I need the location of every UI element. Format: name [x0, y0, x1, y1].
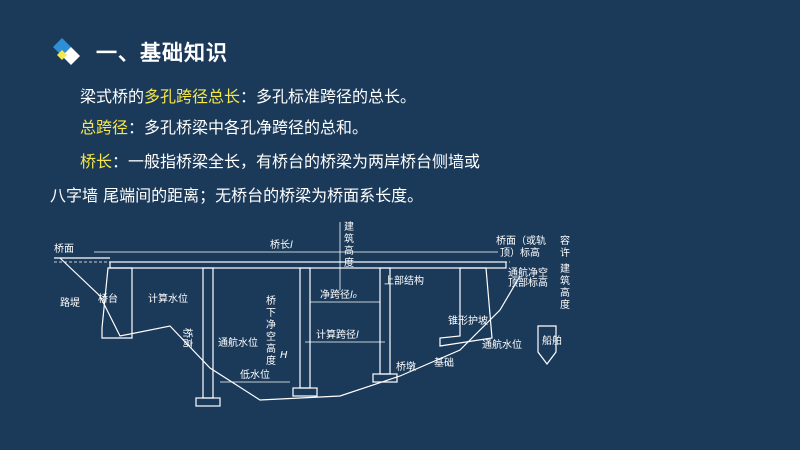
calc-span-label: 计算跨径l — [316, 328, 359, 341]
superstructure-label: 上部结构 — [384, 274, 424, 287]
building-height-label-1: 建 — [344, 220, 354, 233]
clear-span-label: 净跨径l₀ — [320, 288, 357, 301]
low-water-label: 低水位 — [240, 368, 270, 381]
paragraph-bridge-length: 桥长：一般指桥梁全长，有桥台的桥梁为两岸桥台侧墙或 — [80, 152, 480, 172]
p4-text: 八字墙 尾端间的距离；无桥台的桥梁为桥面系长度。 — [50, 186, 424, 205]
building-height-label-4: 度 — [344, 256, 354, 269]
footing-1 — [195, 397, 221, 407]
clear-height-label-4: 空 — [266, 330, 276, 343]
ship-icon — [537, 325, 557, 365]
clear-height-label-5: 高 — [266, 342, 276, 355]
p3-highlight: 桥长 — [80, 152, 113, 171]
deck-right-label-2: 顶）标高 — [500, 246, 540, 259]
nav-clear-label-2: 顶部标高 — [508, 276, 548, 289]
building-height-label-3: 高 — [344, 244, 354, 257]
foundation-label: 基础 — [434, 356, 454, 369]
deck-left-label: 桥面 — [54, 243, 74, 255]
diamond-bullet-icon — [53, 38, 80, 65]
clear-height-label-6: 度 — [266, 354, 276, 367]
pier-1 — [202, 267, 214, 399]
nav-water-right-label: 通航水位 — [482, 338, 522, 351]
bridge-length-label: 桥长l — [270, 239, 293, 251]
allowable-label-5: 高 — [560, 286, 570, 299]
allowable-label-1: 容 — [560, 234, 570, 247]
paragraph-total-span: 总跨径：多孔桥梁中各孔净跨径的总和。 — [80, 118, 368, 138]
allowable-label-3: 建 — [560, 262, 570, 275]
p2-highlight: 总跨径 — [80, 118, 129, 137]
p1-highlight: 多孔跨径总长 — [144, 87, 241, 106]
abutment-label: 桥台 — [98, 292, 118, 305]
p3-suffix: ：一般指桥梁全长，有桥台的桥梁为两岸桥台侧墙或 — [112, 152, 481, 171]
paragraph-total-span-length: 梁式桥的多孔跨径总长：多孔标准跨径的总长。 — [80, 87, 416, 107]
embankment-label: 路堤 — [60, 296, 80, 309]
p1-prefix: 梁式桥的 — [80, 87, 145, 106]
pier-label: 桥墩 — [396, 360, 416, 373]
clear-height-label-3: 净 — [266, 318, 276, 331]
nav-clear-label-1: 通航净空 — [508, 266, 548, 279]
abutment-left — [101, 267, 133, 339]
design-water-label: 计算水位 — [148, 292, 188, 305]
clear-height-symbol: H — [280, 350, 288, 361]
bridge-height-label: 桥高 — [181, 328, 194, 348]
allowable-label-6: 度 — [560, 298, 570, 311]
clear-height-label-2: 下 — [266, 308, 276, 319]
nav-water-left-label: 通航水位 — [218, 336, 258, 349]
clear-height-label-1: 桥 — [266, 295, 276, 307]
riverbed-line — [59, 257, 521, 401]
footing-2 — [292, 387, 318, 397]
bridge-diagram: 桥长l 桥面 建 筑 高 度 上部结构 桥面（或轨 顶）标高 容 许 建 筑 高… — [54, 220, 570, 407]
cone-slope-label: 锥形护坡 — [448, 314, 488, 327]
p2-suffix: ：多孔桥梁中各孔净跨径的总和。 — [128, 118, 369, 137]
ship-label: 船舶 — [542, 334, 562, 347]
page-title: 一、基础知识 — [96, 41, 228, 65]
footing-3 — [372, 373, 398, 383]
bridge-deck — [109, 261, 507, 269]
paragraph-bridge-length-cont: 八字墙 尾端间的距离；无桥台的桥梁为桥面系长度。 — [50, 186, 423, 206]
allowable-label-4: 筑 — [560, 274, 570, 287]
deck-right-label-1: 桥面（或轨 — [496, 234, 546, 247]
allowable-label-2: 许 — [560, 247, 570, 259]
pier-2 — [299, 267, 311, 389]
building-height-label-2: 筑 — [344, 232, 354, 245]
p1-suffix: ：多孔标准跨径的总长。 — [240, 87, 417, 106]
abutment-right — [439, 267, 493, 347]
